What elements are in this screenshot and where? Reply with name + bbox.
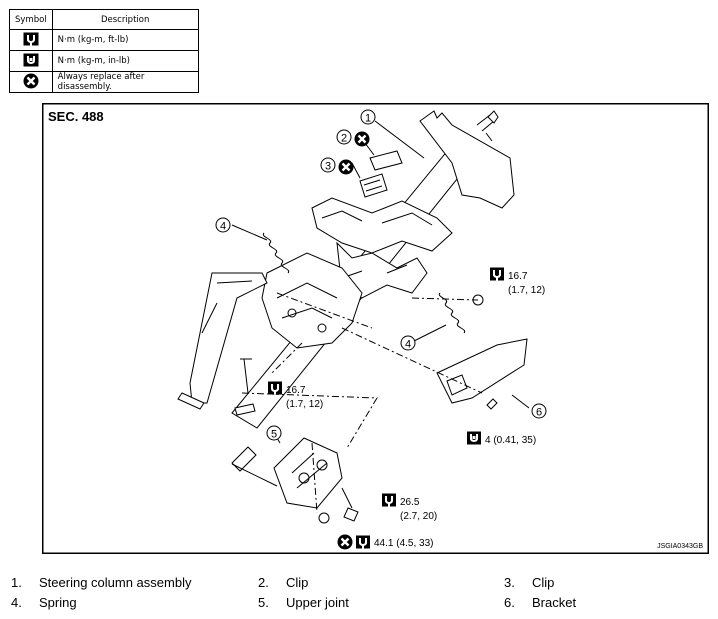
callout-5: 5 xyxy=(266,425,282,441)
torque-inlb-icon xyxy=(467,431,481,445)
svg-text:(1.7, 12): (1.7, 12) xyxy=(508,285,545,296)
svg-text:1: 1 xyxy=(365,113,371,125)
parts-drawing xyxy=(177,110,530,524)
legend-header-symbol: Symbol xyxy=(9,9,53,30)
legend-description: N·m (kg-m, in-lb) xyxy=(51,50,199,72)
part-item: 4. Spring xyxy=(11,595,77,610)
svg-text:4: 4 xyxy=(220,221,226,233)
torque-ftlb-icon xyxy=(382,493,396,507)
part-item: 5. Upper joint xyxy=(258,595,349,610)
svg-text:(2.7, 20): (2.7, 20) xyxy=(400,511,437,522)
always-replace-icon xyxy=(23,73,39,88)
callout-1: 1 xyxy=(360,109,376,125)
torque-ftlb-icon xyxy=(356,535,370,549)
torque-callout: 26.5 (2.7, 20) xyxy=(382,493,437,522)
svg-text:16.7: 16.7 xyxy=(286,385,306,396)
torque-callout: 16.7 (1.7, 12) xyxy=(490,267,545,296)
part-item: 2. Clip xyxy=(258,575,309,590)
svg-text:44.1 (4.5, 33): 44.1 (4.5, 33) xyxy=(374,538,433,549)
callout-6: 6 xyxy=(531,403,547,419)
svg-text:4: 4 xyxy=(405,339,411,351)
svg-text:6: 6 xyxy=(536,407,542,419)
svg-text:5: 5 xyxy=(271,429,277,441)
part-item: 6. Bracket xyxy=(504,595,577,610)
svg-text:4 (0.41, 35): 4 (0.41, 35) xyxy=(485,435,536,446)
diagram-border xyxy=(42,103,709,554)
torque-callout: 44.1 (4.5, 33) xyxy=(336,533,433,551)
torque-inlb-icon xyxy=(23,53,39,66)
legend-row: N·m (kg-m, in-lb) xyxy=(9,50,199,72)
callout-3: 3 xyxy=(320,157,336,173)
exploded-view-diagram: SEC. 488 JSGIA0343GB xyxy=(42,103,709,554)
legend-row: N·m (kg-m, ft-lb) xyxy=(9,29,199,51)
torque-ftlb-icon xyxy=(490,267,504,281)
legend-header-row: Symbol Description xyxy=(9,9,199,30)
legend-header-description: Description xyxy=(51,9,199,30)
svg-text:26.5: 26.5 xyxy=(400,497,420,508)
callout-2: 2 xyxy=(336,129,352,145)
section-label: SEC. 488 xyxy=(48,109,104,124)
torque-callout: 16.7 (1.7, 12) xyxy=(268,381,323,410)
torque-ftlb-icon xyxy=(268,381,282,395)
svg-text:16.7: 16.7 xyxy=(508,271,528,282)
figure-code: JSGIA0343GB xyxy=(657,543,703,550)
part-item: 3. Clip xyxy=(504,575,555,590)
always-replace-icon xyxy=(337,158,355,176)
torque-ftlb-icon xyxy=(23,32,39,46)
symbol-legend-table: Symbol Description N·m (kg-m, ft-lb) N·m… xyxy=(9,9,199,93)
legend-row: Always replace after disassembly. xyxy=(9,71,199,93)
legend-description: Always replace after disassembly. xyxy=(51,71,199,93)
svg-text:3: 3 xyxy=(325,161,331,173)
callout-4: 4 xyxy=(215,217,231,233)
part-item: 1. Steering column assembly xyxy=(11,575,192,590)
legend-description: N·m (kg-m, ft-lb) xyxy=(51,29,199,51)
callout-4: 4 xyxy=(400,335,416,351)
always-replace-icon xyxy=(336,533,354,551)
svg-text:2: 2 xyxy=(341,133,347,145)
always-replace-icon xyxy=(353,130,371,148)
torque-callout: 4 (0.41, 35) xyxy=(467,431,536,446)
svg-text:(1.7, 12): (1.7, 12) xyxy=(286,399,323,410)
